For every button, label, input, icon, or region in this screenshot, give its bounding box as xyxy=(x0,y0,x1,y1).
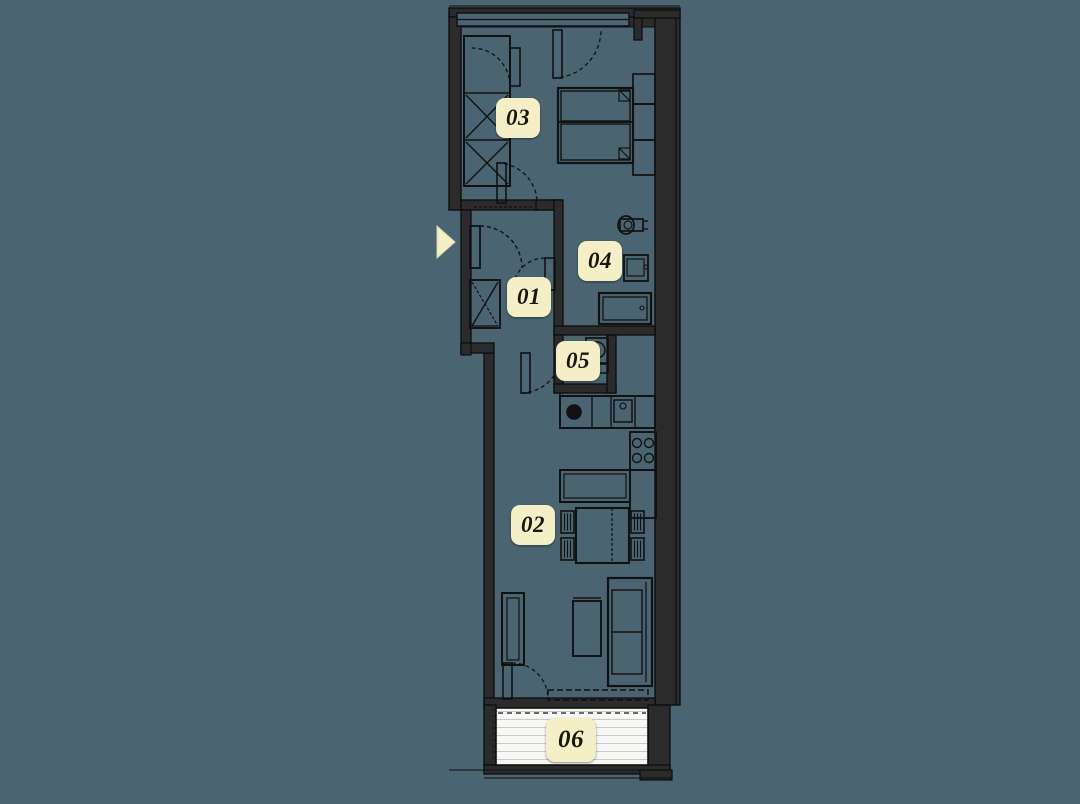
sink-vanity xyxy=(623,254,649,282)
kitchen-appliance xyxy=(613,399,633,423)
dining-table xyxy=(574,506,631,565)
dining-chair-group xyxy=(560,510,645,561)
cooktop xyxy=(629,431,657,471)
nightstand-right xyxy=(632,73,656,176)
room-03-bedroom xyxy=(456,12,656,204)
closet-door-swing xyxy=(471,47,521,87)
bed-pillow-marks xyxy=(618,89,631,160)
kitchen-counter xyxy=(559,395,656,429)
toilet xyxy=(617,215,648,235)
window-bedroom xyxy=(456,12,630,27)
sofa xyxy=(606,576,654,688)
door-bedroom-top xyxy=(552,29,602,79)
room-label-02[interactable]: 02 xyxy=(511,505,555,545)
bed-double xyxy=(556,86,635,165)
room-label-05[interactable]: 05 xyxy=(556,341,600,381)
balcony-left-hatch xyxy=(492,709,496,759)
door-living xyxy=(520,352,562,394)
door-bedroom-hall xyxy=(496,162,538,204)
room-label-03[interactable]: 03 xyxy=(496,98,540,138)
closet xyxy=(469,279,501,329)
room-04-bathroom xyxy=(597,215,653,326)
sideboard xyxy=(559,469,631,503)
room-label-06[interactable]: 06 xyxy=(546,718,596,762)
bathtub xyxy=(597,291,653,326)
coffee-table xyxy=(572,597,602,657)
wall-outline-accents xyxy=(449,5,680,779)
tall-cabinet xyxy=(501,592,525,666)
window-living xyxy=(547,689,649,701)
room-02-living-dining-kitchen xyxy=(501,393,657,701)
balcony-door xyxy=(502,662,549,700)
entrance-arrow xyxy=(436,224,456,260)
kitchen-sink xyxy=(566,404,582,420)
room-label-04[interactable]: 04 xyxy=(578,241,622,281)
entrance-door xyxy=(469,225,523,269)
room-label-01[interactable]: 01 xyxy=(507,277,551,317)
